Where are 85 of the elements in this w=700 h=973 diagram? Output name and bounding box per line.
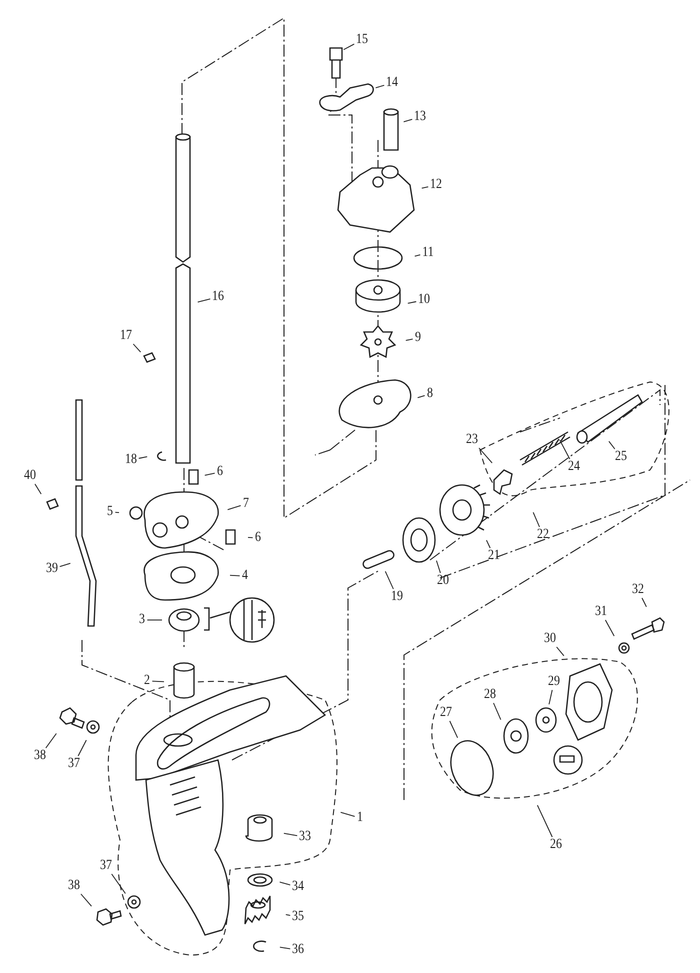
- leader-line: [34, 484, 42, 494]
- leader-line: [449, 720, 458, 738]
- leader-line: [478, 448, 493, 464]
- callout-number: 20: [436, 574, 450, 588]
- leader-line: [111, 874, 126, 894]
- leader-line: [604, 620, 615, 636]
- callout-number: 12: [429, 178, 443, 192]
- callout-number: 25: [614, 450, 628, 464]
- leader-line: [421, 186, 429, 189]
- callout-number: 37: [99, 859, 113, 873]
- leader-line: [556, 646, 564, 656]
- leader-line: [279, 882, 291, 886]
- leader-line: [375, 84, 385, 88]
- leader-line: [80, 894, 92, 907]
- leader-line: [486, 540, 491, 548]
- leader-line: [532, 512, 540, 528]
- callout-number: 34: [291, 880, 305, 894]
- leader-line: [227, 505, 242, 510]
- callout-number: 13: [413, 110, 427, 124]
- leader-line: [138, 456, 148, 459]
- callout-number: 10: [417, 293, 431, 307]
- callout-number: 17: [119, 329, 133, 343]
- callout-number: 40: [23, 469, 37, 483]
- callout-number: 22: [536, 528, 550, 542]
- leader-line: [285, 914, 291, 916]
- leader-line: [343, 44, 355, 50]
- leader-line: [45, 733, 57, 748]
- leader-line: [403, 118, 413, 122]
- callout-number: 39: [45, 562, 59, 576]
- leader-line: [642, 598, 647, 608]
- callout-number: 26: [549, 838, 563, 852]
- leader-line: [283, 832, 298, 836]
- callout-number: 15: [355, 33, 369, 47]
- callout-number: 38: [33, 749, 47, 763]
- callout-number: 37: [67, 757, 81, 771]
- leader-line: [340, 812, 356, 817]
- callout-number: 3: [138, 613, 146, 627]
- callout-number: 23: [465, 433, 479, 447]
- leader-line: [536, 804, 553, 838]
- callout-number: 21: [487, 549, 501, 563]
- callout-number: 11: [421, 246, 435, 260]
- callout-number: 35: [291, 910, 305, 924]
- leader-line: [204, 472, 216, 476]
- callout-number: 18: [124, 453, 138, 467]
- callout-number: 8: [426, 387, 434, 401]
- leader-line: [78, 740, 87, 756]
- callout-number: 32: [631, 583, 645, 597]
- leader-line: [548, 690, 553, 705]
- leader-line: [59, 562, 71, 568]
- callout-number: 2: [142, 674, 152, 688]
- callout-number: 27: [439, 706, 453, 720]
- callout-number: 14: [385, 76, 399, 90]
- leader-line: [407, 301, 417, 304]
- callout-number: 4: [240, 569, 250, 583]
- callout-number: 16: [211, 290, 225, 304]
- leader-line: [493, 702, 502, 720]
- leader-line: [279, 946, 291, 950]
- callout-number: 33: [298, 830, 312, 844]
- callout-number: 29: [547, 675, 561, 689]
- callout-number: 9: [414, 331, 422, 345]
- leader-line: [197, 298, 211, 302]
- callout-number: 36: [291, 943, 305, 957]
- callout-number: 38: [67, 879, 81, 893]
- leader-line: [559, 440, 570, 460]
- callout-number: 6: [216, 465, 224, 479]
- leader-line: [152, 680, 164, 682]
- callout-number: 24: [567, 460, 581, 474]
- leader-line: [405, 338, 414, 341]
- callout-number: 19: [390, 590, 404, 604]
- callout-number: 28: [483, 688, 497, 702]
- leader-line: [230, 574, 240, 576]
- leader-line: [608, 440, 616, 450]
- leader-line: [132, 344, 142, 353]
- leader-line: [417, 395, 426, 398]
- callout-number: 5: [106, 505, 114, 519]
- callout-number: 6: [254, 531, 262, 545]
- leader-line: [384, 570, 394, 590]
- leader-line: [248, 537, 254, 538]
- callout-number: 30: [543, 632, 557, 646]
- callout-number: 7: [242, 497, 250, 511]
- callout-number: 31: [594, 605, 608, 619]
- callout-number: 1: [356, 811, 364, 825]
- leader-line: [436, 560, 441, 574]
- leader-line: [114, 512, 120, 513]
- leader-line: [414, 254, 421, 257]
